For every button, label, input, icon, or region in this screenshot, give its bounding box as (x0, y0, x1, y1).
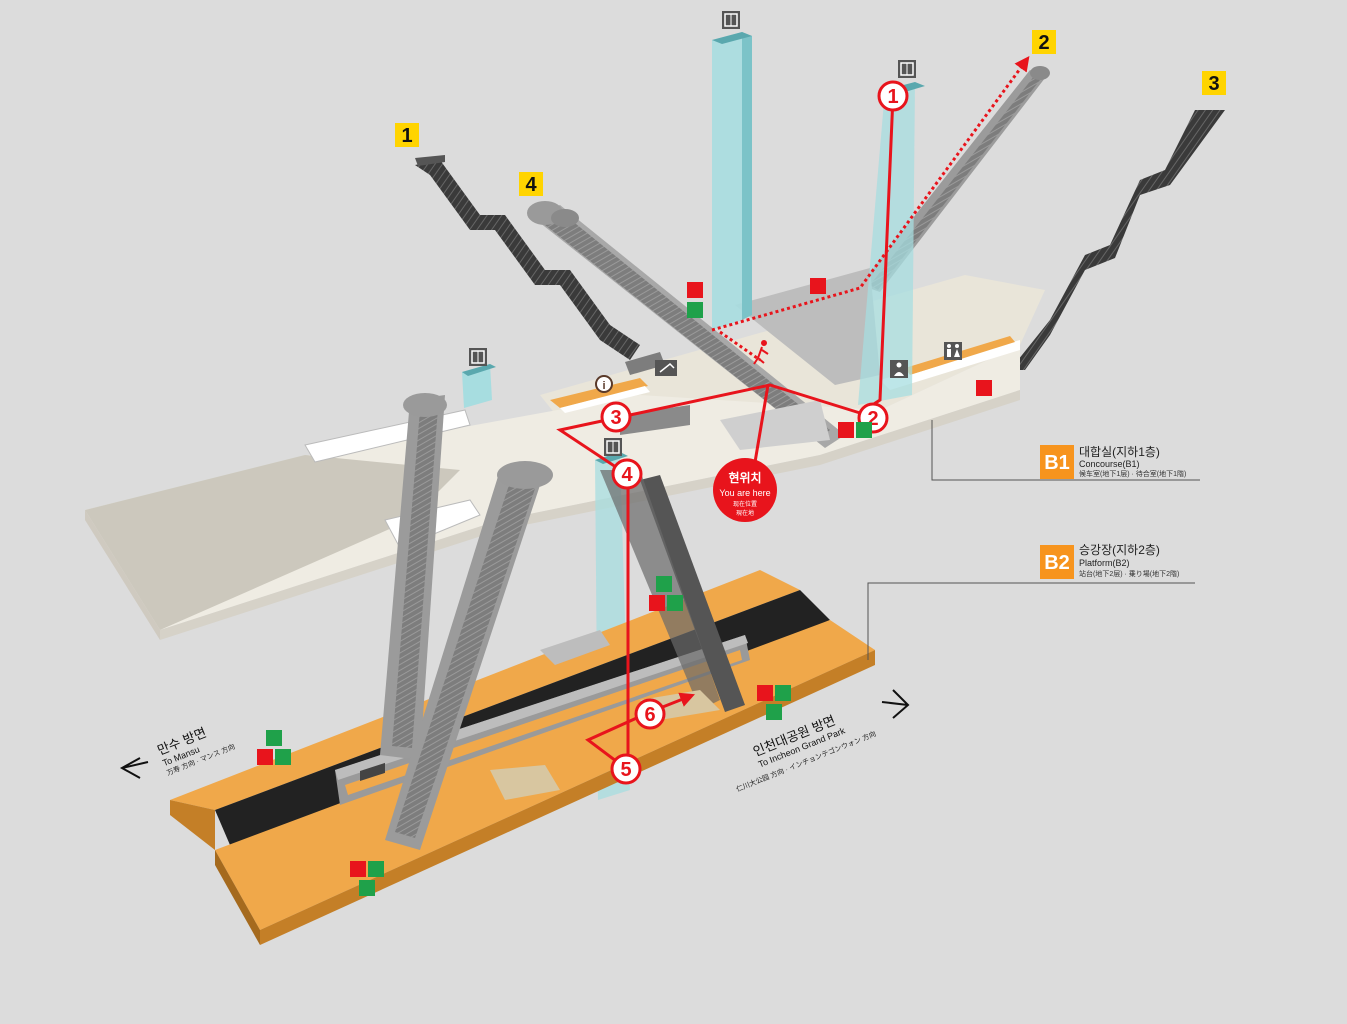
fire-extinguisher-icon (257, 749, 273, 765)
elevator-icon (898, 60, 916, 78)
emergency-phone-icon (856, 422, 872, 438)
emergency-phone-icon (368, 861, 384, 877)
stairs-exit-3 (1010, 110, 1225, 370)
emergency-phone-icon (275, 749, 291, 765)
level-b1-badge: B1 (1044, 452, 1070, 474)
step-2-label: 2 (867, 408, 878, 430)
fire-extinguisher-icon (687, 282, 703, 298)
route-dotted (711, 55, 1030, 362)
aed-icon (359, 880, 375, 896)
you-are-here-zh: 现在位置 (733, 500, 757, 508)
step-5-label: 5 (620, 759, 631, 781)
level-b2-label: B2 승강장(지하2층) Platform(B2) 站台(地下2层) · 乗り場… (1040, 543, 1179, 579)
level-leaders (867, 420, 1200, 660)
level-b1-sub: 候车室(地下1层) · 待合室(地下1階) (1079, 469, 1186, 478)
exit-2-badge[interactable]: 2 (1032, 30, 1056, 54)
fire-extinguisher-icon (838, 422, 854, 438)
fire-extinguisher-icon (350, 861, 366, 877)
step-1: 1 (877, 80, 909, 112)
you-are-here-marker: 현위치 You are here 现在位置 現在地 (713, 340, 777, 522)
arrow-left-icon (119, 757, 149, 779)
fire-extinguisher-icon (649, 595, 665, 611)
step-6: 6 (634, 698, 666, 730)
step-5: 5 (610, 753, 642, 785)
level-b1-title: 대합실(지하1층) (1079, 445, 1160, 459)
you-are-here-en: You are here (719, 488, 770, 498)
info-icon: i (595, 375, 613, 393)
step-4: 4 (611, 458, 643, 490)
aed-icon (687, 302, 703, 318)
step-3-label: 3 (610, 407, 621, 429)
restroom-icon (944, 342, 962, 360)
direction-left: 만수 방면 To Mansu 万寿 方向 · マンス 方向 (119, 725, 236, 779)
step-4-label: 4 (621, 464, 633, 486)
arrow-right-icon (881, 689, 910, 719)
safety-icons-b1-c (838, 422, 872, 438)
elevator-icon (469, 348, 487, 366)
safety-icons-b2-a (649, 576, 683, 611)
exit-2-label: 2 (1038, 32, 1049, 54)
exit-1-badge[interactable]: 1 (395, 123, 419, 147)
aed-icon (656, 576, 672, 592)
you-are-here-ko: 현위치 (728, 470, 761, 485)
svg-text:i: i (602, 380, 605, 392)
exit-3-badge[interactable]: 3 (1202, 71, 1226, 95)
safety-icons-b1-b (810, 278, 826, 294)
fire-extinguisher-icon (757, 685, 773, 701)
safety-icons-b2-d (350, 861, 384, 896)
step-3: 3 (600, 401, 632, 433)
you-are-here-ja: 現在地 (736, 509, 754, 517)
nursing-room-icon (890, 360, 908, 378)
safety-icons-b2-c (257, 730, 291, 765)
exit-1-label: 1 (401, 125, 412, 147)
aed-icon (766, 704, 782, 720)
walking-person-icon (753, 340, 769, 365)
level-b1-label: B1 대합실(지하1층) Concourse(B1) 候车室(地下1层) · 待… (1040, 445, 1186, 479)
level-b1-en: Concourse(B1) (1079, 459, 1140, 469)
safety-icons-b1-a (687, 282, 703, 318)
exit-4-badge[interactable]: 4 (519, 172, 543, 196)
wheelchair-lift-icon (655, 360, 677, 376)
emergency-phone-icon (667, 595, 683, 611)
level-b2-title: 승강장(지하2층) (1079, 543, 1160, 557)
elevator-icon (604, 438, 622, 456)
exit-4-label: 4 (525, 174, 537, 196)
safety-icons-b2-b (757, 685, 791, 720)
stairs-exit-1 (415, 155, 640, 360)
aed-icon (266, 730, 282, 746)
level-b2-sub: 站台(地下2层) · 乗り場(地下2階) (1079, 569, 1179, 578)
step-1-label: 1 (887, 86, 898, 108)
fire-extinguisher-icon (976, 380, 992, 396)
safety-icons-b1-d (976, 380, 992, 396)
exit-3-label: 3 (1208, 73, 1219, 95)
level-b2-badge: B2 (1044, 552, 1070, 574)
step-6-label: 6 (644, 704, 655, 726)
fire-extinguisher-icon (810, 278, 826, 294)
elevator-icon (722, 11, 740, 29)
emergency-phone-icon (775, 685, 791, 701)
level-b2-en: Platform(B2) (1079, 558, 1130, 568)
